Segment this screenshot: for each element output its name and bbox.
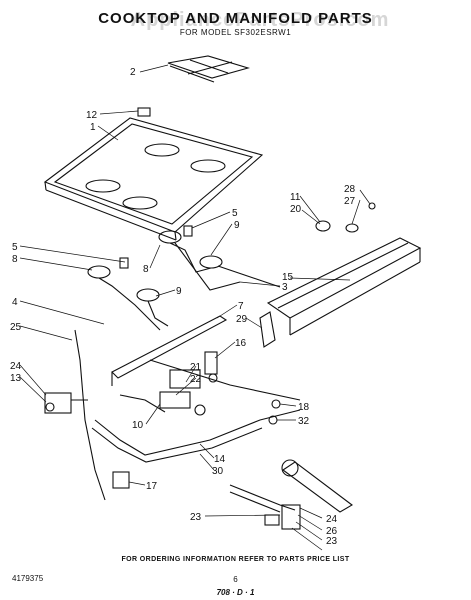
callout-8-left: 8 [12,254,18,265]
callout-20: 20 [290,204,302,215]
callout-15: 15 [282,272,294,283]
manifold-bracket [266,237,422,336]
callout-12: 12 [86,110,98,121]
callout-25: 26 [326,526,338,537]
callout-22: 23 [326,536,338,547]
page-number: 6 [233,575,238,584]
callout-labels: 2 12 1 5 9 5 8 8 9 7 4 3 15 29 25 16 24 … [10,67,356,547]
callout-24: 24 [326,514,338,525]
callout-22-upper: 22 [190,374,202,385]
screw-18 [271,399,281,409]
callout-9-right: 9 [234,220,240,231]
clip-part [137,107,151,117]
document-number: 4179375 [12,574,44,583]
front-burners [87,257,169,331]
callout-7: 7 [238,301,244,312]
gas-valve-assembly [229,459,353,530]
model-subtitle: FOR MODEL SF302ESRW1 [179,28,292,37]
callout-5-right: 5 [232,208,238,219]
callout-17: 17 [146,481,158,492]
callout-8-mid: 8 [143,264,149,275]
igniter-parts [315,202,376,233]
callout-31: 30 [212,466,224,477]
pressure-regulator [44,392,88,414]
valves-assembly [119,351,301,416]
callout-23: 23 [190,512,202,523]
callout-29: 28 [344,184,356,195]
watermark: AppliancePartsPros.com [130,9,390,31]
callout-11: 11 [290,192,301,203]
callout-3: 3 [282,282,288,293]
callout-27: 25 [10,322,22,333]
valve-bracket [259,311,276,348]
callout-28: 27 [344,196,356,207]
page-title: COOKTOP AND MANIFOLD PARTS [98,10,373,27]
callout-1: 1 [90,122,96,133]
callout-4: 4 [12,297,18,308]
revision-mark: 708 · D · 1 [216,588,255,597]
ordering-note: FOR ORDERING INFORMATION REFER TO PARTS … [121,556,350,563]
callout-13: 13 [10,373,22,384]
callout-5-left: 5 [12,242,18,253]
callout-2: 2 [130,67,136,78]
callout-32: 32 [298,416,310,427]
callout-14: 14 [214,454,226,465]
burner-grate [167,55,250,83]
callout-21: 21 [190,362,202,373]
callout-18: 18 [298,402,310,413]
callout-30: 29 [236,314,248,325]
callout-26: 24 [10,361,22,372]
callout-16: 16 [235,338,247,349]
burner-tubing [74,329,301,501]
manifold-pipe [111,315,228,386]
small-bracket [112,471,130,489]
cooktop-panel [43,117,264,241]
rear-burners [158,225,281,291]
callout-10: 10 [132,420,144,431]
leader-lines [19,64,371,551]
callout-9-mid: 9 [176,286,182,297]
